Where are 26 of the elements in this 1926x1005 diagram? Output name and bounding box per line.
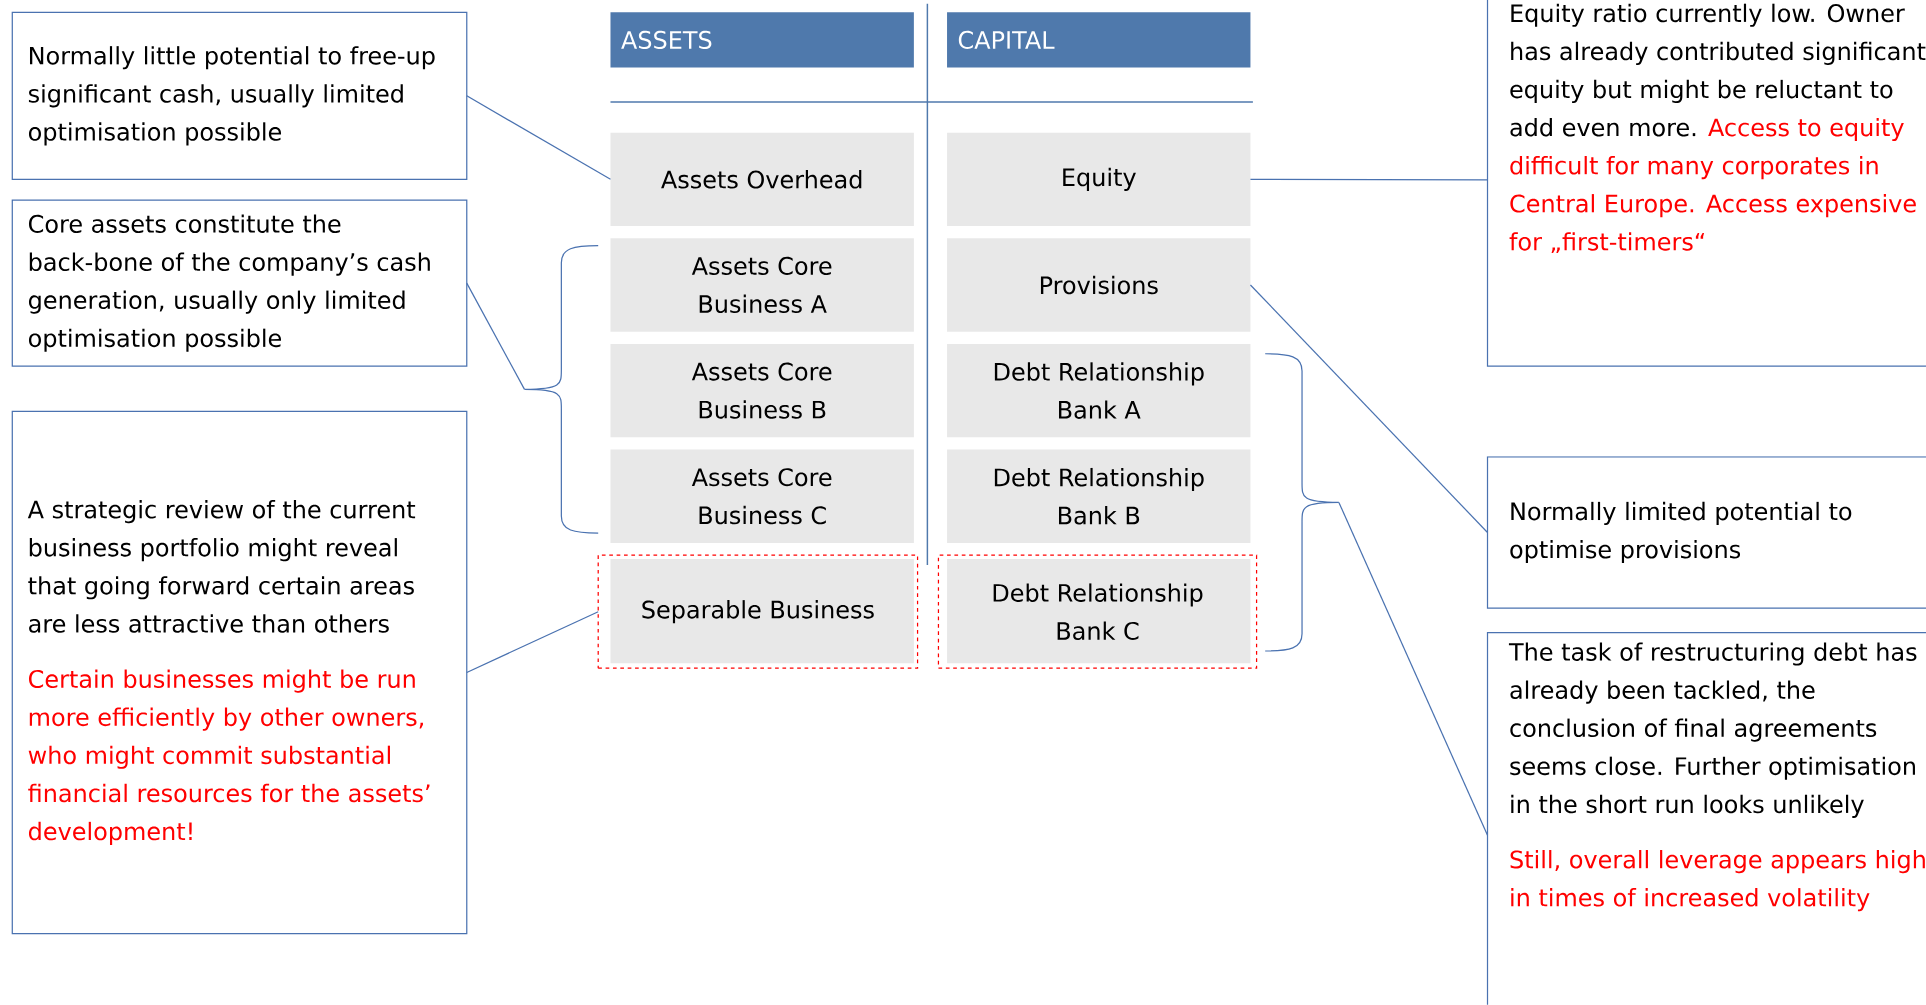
- leader-line: [466, 611, 599, 674]
- curly-bracket: [1264, 353, 1340, 652]
- leader-line: [466, 282, 526, 391]
- callout-box: Equity ratio currently low. Owner has already contributed significant equity but might be reluctant to add even more. Access to equity difficult for many corporates in Central Europe. Access expensive for „first-timers“: [1486, 0, 1926, 367]
- balance-item-box: Assets Overhead: [610, 132, 914, 227]
- balance-item-box: Provisions: [947, 238, 1251, 332]
- callout-box: A strategic review of the current business portfolio might reveal that going forward certain areas are less attractive than others Certain businesses might be run more efficiently by other owners, who might commit substantial financial resources for the assets’ development!: [11, 411, 468, 935]
- leader-line: [466, 95, 612, 181]
- column-header: ASSETS: [610, 12, 914, 68]
- callout-box: Normally limited potential to optimise provisions: [1486, 456, 1926, 609]
- balance-item-box: Assets Core Business C: [610, 449, 914, 544]
- leader-line: [1249, 284, 1489, 534]
- balance-item-box: Debt Relationship Bank A: [947, 344, 1251, 438]
- balance-item-box: Equity: [947, 132, 1251, 227]
- leader-line: [1249, 178, 1489, 181]
- callout-box: Core assets constitute the back-bone of the company’s cash generation, usually only limited optimisation possible: [11, 199, 468, 367]
- balance-item-box: Debt Relationship Bank B: [947, 449, 1251, 544]
- column-header: CAPITAL: [947, 12, 1251, 68]
- balance-item-box: Debt Relationship Bank C: [937, 554, 1258, 669]
- leader-line: [1338, 501, 1489, 836]
- balance-item-box: Assets Core Business B: [610, 344, 914, 438]
- callout-box: The task of restructuring debt has already been tackled, the conclusion of final agreements seems close. Further optimisation in the short run looks unlikely Still, overall leverage appears high in times of increased volatility: [1486, 632, 1926, 1005]
- curly-bracket: [523, 245, 599, 534]
- callout-box: Normally little potential to free-up significant cash, usually limited optimisation possible: [11, 11, 468, 181]
- balance-item-box: Assets Core Business A: [610, 238, 914, 332]
- balance-item-box: Separable Business: [597, 554, 919, 669]
